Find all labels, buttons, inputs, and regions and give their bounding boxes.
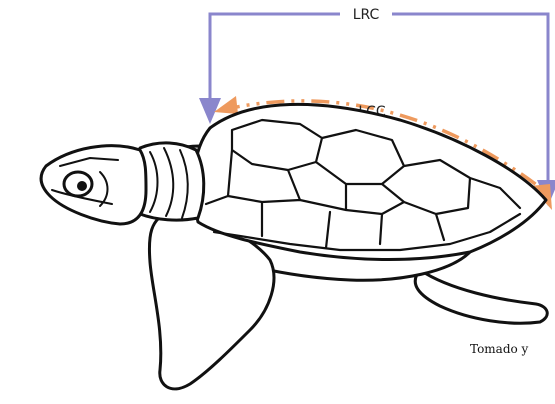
lrc-label: LRC: [353, 7, 380, 23]
rear-flipper: [415, 270, 547, 323]
source-credit: Tomado y: [470, 342, 528, 356]
turtle-pupil: [77, 181, 87, 191]
